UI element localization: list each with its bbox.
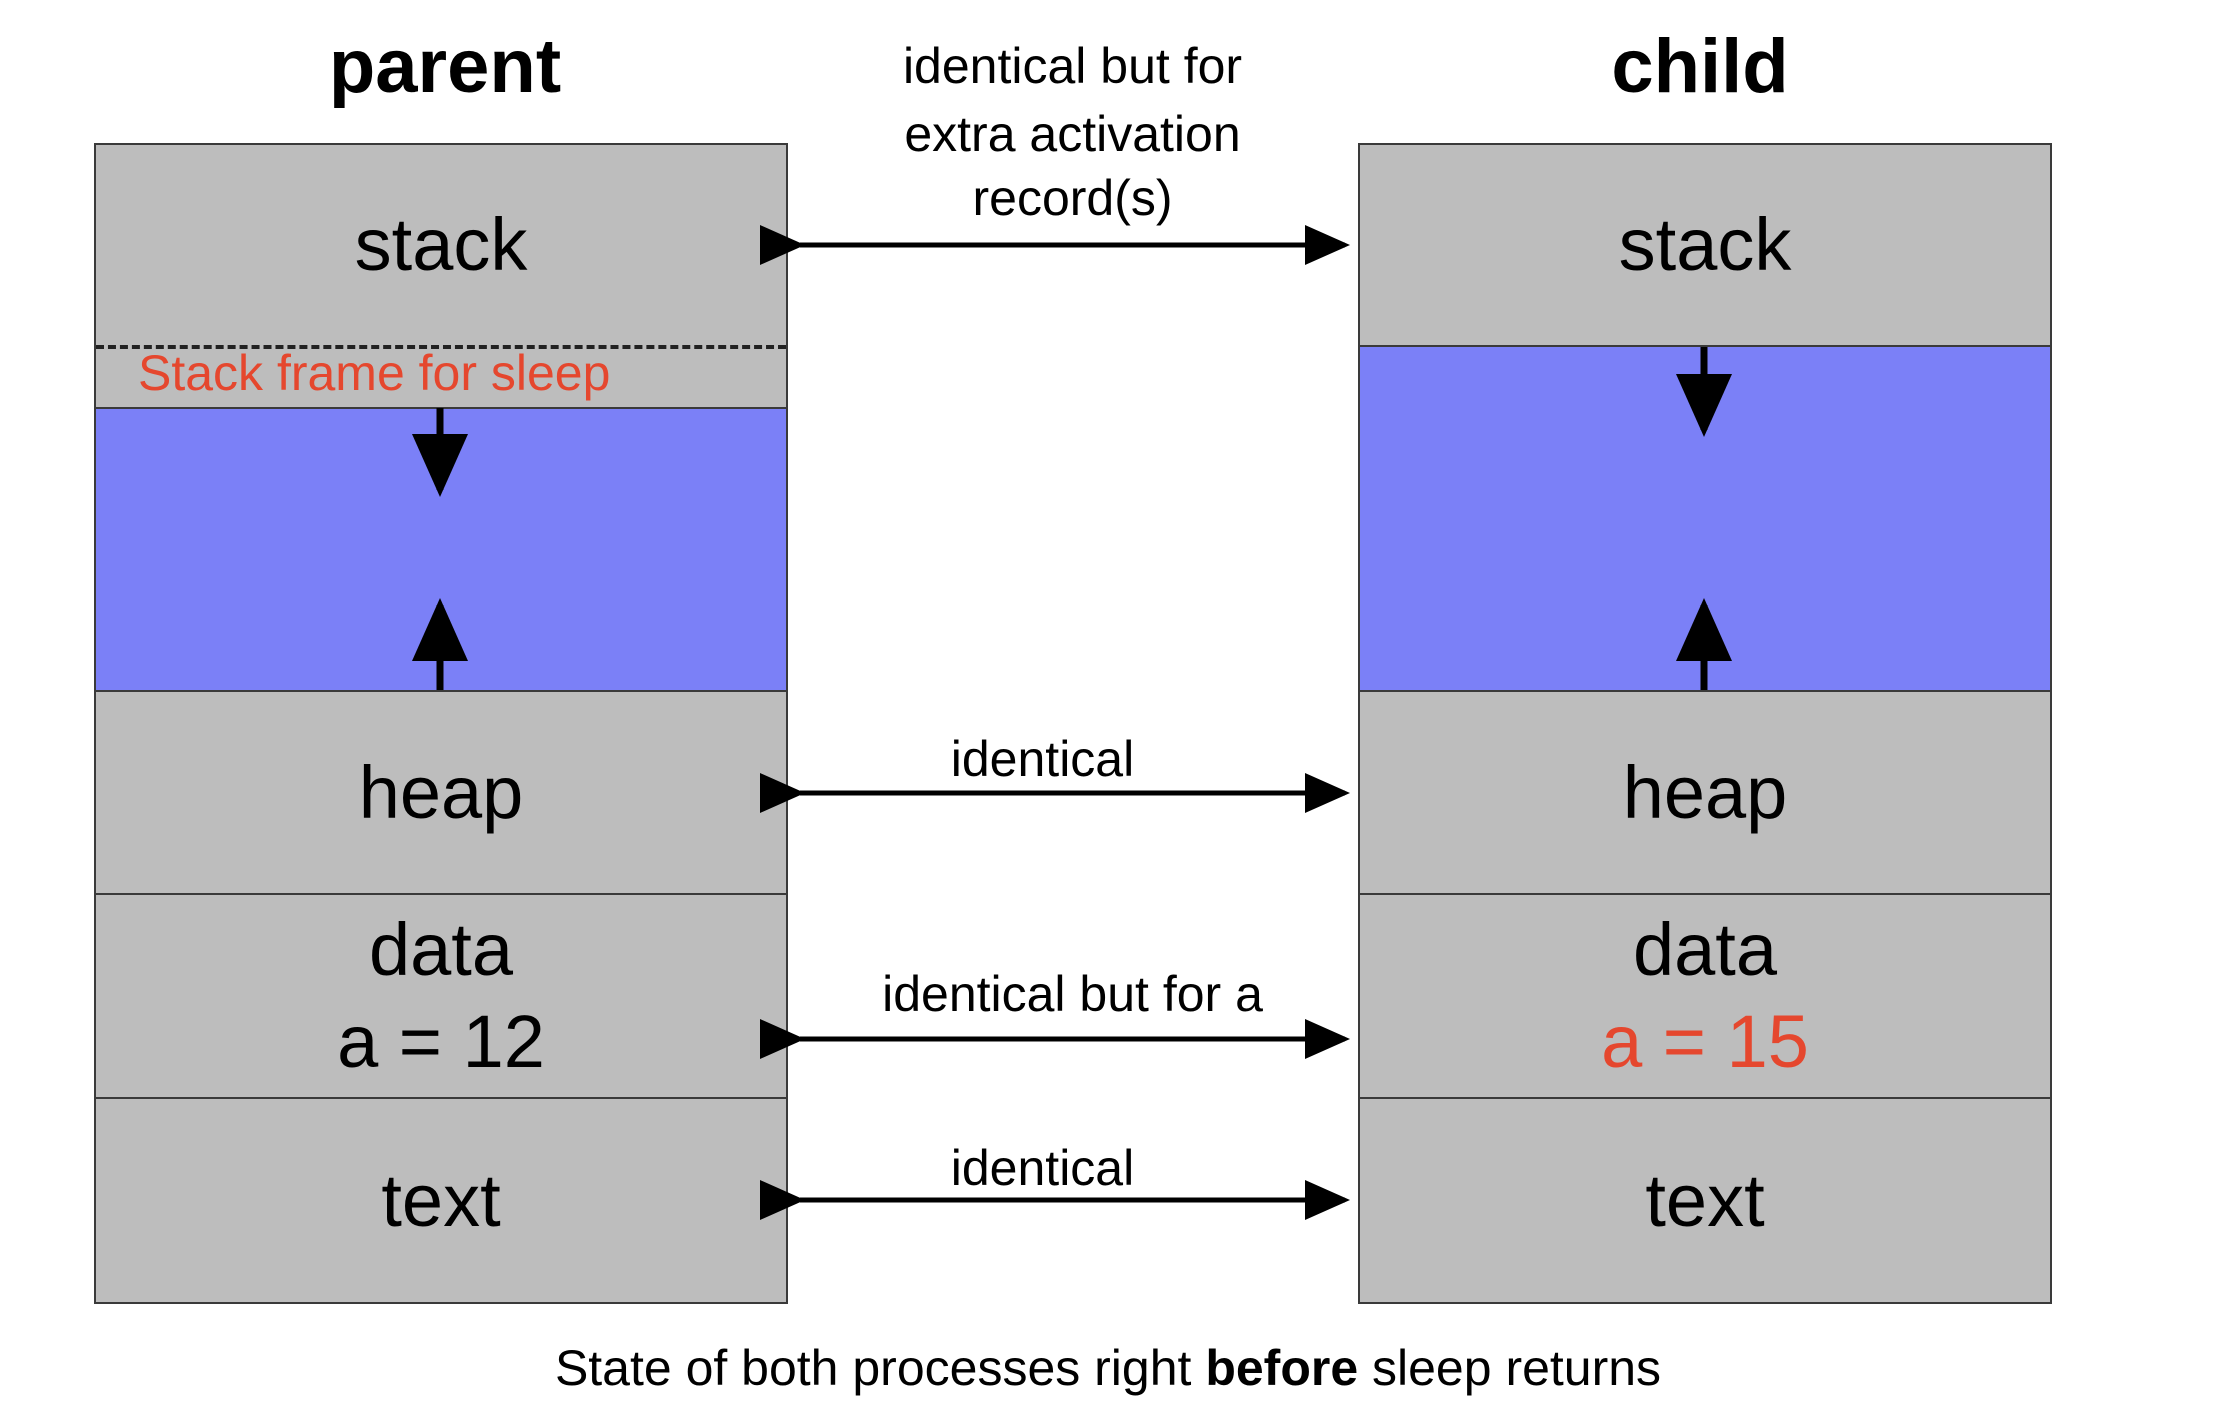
parent-heap-label: heap — [358, 750, 524, 834]
stack-connector-line1: identical but for — [902, 38, 1243, 94]
parent-stack-label: stack — [354, 203, 528, 286]
child-data-segment: data a = 15 — [1360, 895, 2050, 1099]
child-text-label: text — [1645, 1158, 1765, 1242]
child-data-value: a = 15 — [1601, 1000, 1809, 1083]
caption: State of both processes right before sle… — [0, 1338, 2216, 1398]
parent-stack-frame-label: Stack frame for sleep — [138, 345, 611, 401]
child-data-label: data — [1632, 908, 1778, 991]
stack-connector-line2: extra activation — [904, 106, 1241, 162]
stack-connector-line3: record(s) — [972, 170, 1173, 226]
child-text-segment: text — [1360, 1099, 2050, 1302]
child-heap-segment: heap — [1360, 692, 2050, 895]
parent-text-label: text — [381, 1158, 501, 1242]
caption-emphasis: before — [1205, 1340, 1359, 1396]
child-heap-label: heap — [1622, 750, 1788, 834]
heap-connector-text: identical — [950, 731, 1135, 787]
child-free-space — [1360, 345, 2050, 692]
parent-text-segment: text — [96, 1099, 786, 1302]
data-connector-text: identical but for a — [882, 966, 1263, 1022]
caption-prefix: State of both processes right — [554, 1340, 1206, 1396]
parent-free-space — [96, 407, 786, 692]
parent-stack-frame-divider — [96, 345, 786, 349]
child-stack-segment: stack — [1360, 145, 2050, 345]
child-title: child — [1611, 24, 1789, 109]
parent-data-segment: data a = 12 — [96, 895, 786, 1099]
parent-heap-segment: heap — [96, 692, 786, 895]
parent-address-space: stack Stack frame for sleep heap data a … — [94, 143, 788, 1304]
parent-stack-segment: stack — [96, 145, 786, 345]
child-address-space: stack heap data a = 15 text — [1358, 143, 2052, 1304]
parent-title: parent — [328, 24, 562, 109]
parent-data-value: a = 12 — [337, 1000, 545, 1083]
parent-data-label: data — [368, 908, 514, 991]
text-connector-text: identical — [950, 1140, 1135, 1196]
child-stack-label: stack — [1618, 203, 1792, 286]
caption-suffix: sleep returns — [1358, 1340, 1662, 1396]
